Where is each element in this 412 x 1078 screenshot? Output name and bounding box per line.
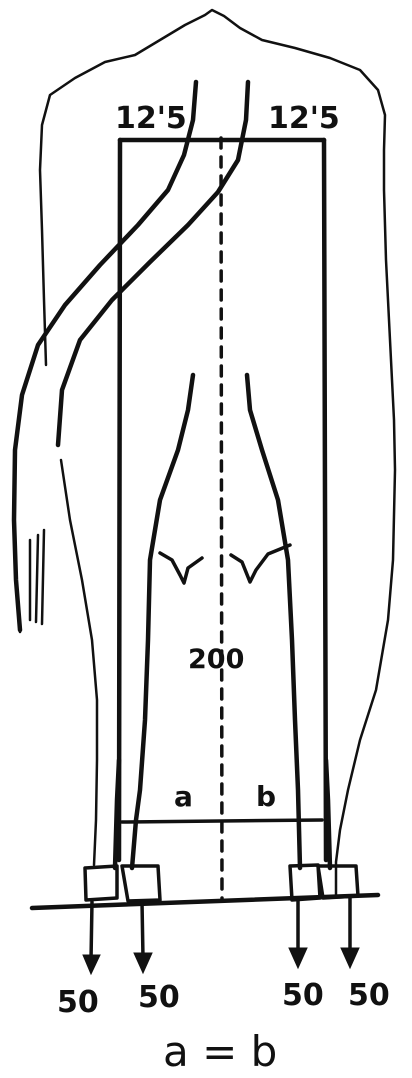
- hoof-right-inner: [290, 865, 320, 900]
- tail-edge: [58, 82, 248, 445]
- body-frame-right: [324, 140, 326, 860]
- weight-label: 200: [188, 644, 244, 675]
- force-label-1: 50: [57, 985, 99, 1020]
- arrow-1-head: [83, 955, 100, 974]
- label-a: a: [174, 780, 193, 813]
- ground-line: [32, 895, 378, 908]
- label-b: b: [256, 780, 276, 813]
- center-line: [221, 138, 222, 900]
- tail-tuft-2: [36, 535, 38, 622]
- udder-icon: [160, 553, 202, 583]
- force-label-2: 50: [138, 980, 180, 1015]
- force-label-3: 50: [282, 978, 324, 1013]
- equation-label: a = b: [163, 1027, 277, 1076]
- hoof-left-inner: [122, 866, 160, 901]
- hoof-right-outer: [318, 866, 358, 898]
- right-flank-line: [61, 460, 97, 865]
- arrow-2-shaft: [142, 902, 143, 958]
- tail-tuft-3: [42, 530, 44, 624]
- top-left-width-label: 12'5: [115, 101, 187, 136]
- body-outline: [40, 10, 395, 895]
- arrow-4-head: [341, 948, 359, 968]
- ab-measure-line: [122, 820, 322, 822]
- arrow-3-head: [289, 948, 307, 968]
- force-label-4: 50: [348, 978, 390, 1013]
- top-right-width-label: 12'5: [268, 101, 340, 136]
- udder-right: [231, 545, 290, 582]
- arrow-2-head: [134, 953, 152, 973]
- down-arrow-icon: [91, 902, 92, 960]
- hoof-icon: [85, 866, 117, 900]
